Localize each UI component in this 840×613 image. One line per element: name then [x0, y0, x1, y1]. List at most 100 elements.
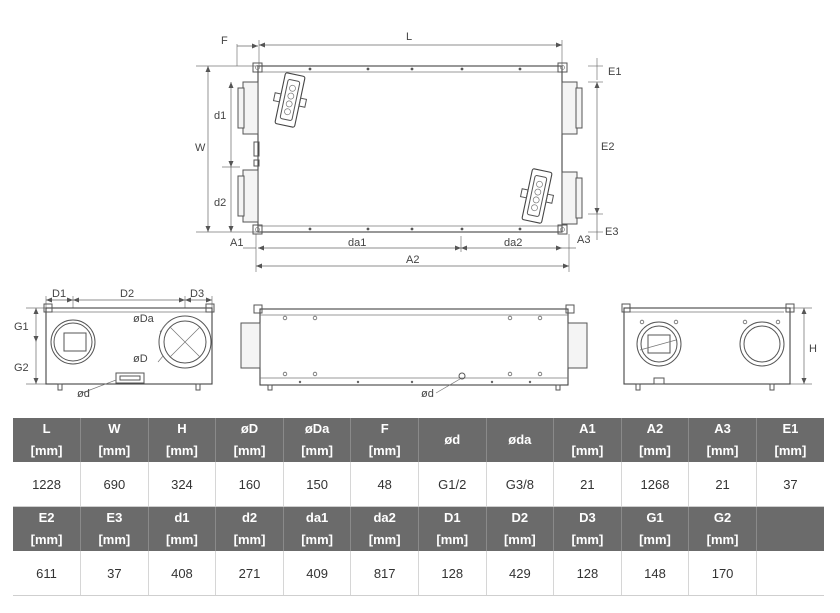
value-cell: 324: [148, 462, 217, 507]
value-cell: G1/2: [418, 462, 487, 507]
label-D3: D3: [190, 288, 204, 300]
header-name: L: [42, 421, 51, 436]
header-unit: [mm]: [436, 532, 469, 547]
value-cell: 48: [350, 462, 419, 507]
value-cell: 409: [283, 551, 352, 596]
port-right: [158, 315, 212, 369]
header-name: D1: [443, 510, 461, 525]
label-H: H: [809, 343, 817, 355]
header-unit: [mm]: [233, 443, 266, 458]
front-view-left: D1 D2 D3 G1 G2 øDa øD ød: [14, 288, 215, 400]
label-E2: E2: [601, 141, 614, 153]
header-cell: øD [mm]: [215, 418, 284, 462]
label-da2: da2: [504, 237, 522, 249]
header-unit: [mm]: [774, 443, 807, 458]
value-cell: 1228: [13, 462, 82, 507]
header-unit: [mm]: [301, 443, 333, 458]
spec-header-row-2: E2[mm]E3[mm]d1[mm]d2[mm]da1[mm]da2[mm]D1…: [13, 506, 824, 551]
value-cell: 21: [688, 462, 757, 507]
header-cell: øDa [mm]: [283, 418, 352, 462]
header-cell: D1 [mm]: [418, 506, 487, 551]
header-unit: [mm]: [503, 532, 536, 547]
header-name: d2: [241, 510, 258, 525]
unit-body-side: [259, 308, 569, 386]
label-A2: A2: [406, 254, 419, 266]
header-cell: H[mm]: [148, 418, 217, 462]
header-cell: G2 [mm]: [688, 506, 757, 551]
header-name: øDa: [304, 421, 330, 436]
value-cell: 128: [418, 551, 487, 596]
header-cell: E2 [mm]: [13, 506, 82, 551]
header-name: G2: [713, 510, 732, 525]
header-unit: [mm]: [571, 532, 604, 547]
header-unit: [mm]: [166, 532, 198, 547]
value-cell: 271: [215, 551, 284, 596]
header-cell: F [mm]: [350, 418, 419, 462]
port-back-left: [636, 321, 682, 367]
label-F: F: [221, 35, 228, 47]
value-cell: [756, 551, 824, 596]
duct-left-lower: [242, 169, 259, 223]
header-cell: D2[mm]: [486, 506, 555, 551]
value-cell: 429: [486, 551, 555, 596]
fan-module-right: [519, 168, 555, 224]
value-cell: 150: [283, 462, 352, 507]
label-D2: D2: [120, 288, 134, 300]
header-unit: [mm]: [233, 532, 266, 547]
header-cell: G1 [mm]: [621, 506, 690, 551]
value-cell: 148: [621, 551, 690, 596]
label-A1: A1: [230, 237, 243, 249]
label-E1: E1: [608, 66, 621, 78]
header-name: F: [380, 421, 389, 436]
header-name: A3: [714, 421, 731, 436]
header-name: øda: [508, 432, 532, 447]
header-unit: [mm]: [639, 532, 671, 547]
header-cell: øda: [486, 418, 555, 462]
duct-right-lower: [561, 171, 578, 225]
unit-body-back: [623, 307, 791, 385]
header-cell: A1[mm]: [553, 418, 622, 462]
value-cell: 21: [553, 462, 622, 507]
value-cell: 37: [80, 551, 149, 596]
header-name: E2: [38, 510, 55, 525]
label-od-middle: ød: [421, 388, 434, 400]
value-cell: 408: [148, 551, 217, 596]
header-cell: A3[mm]: [688, 418, 757, 462]
header-name: øD: [240, 421, 259, 436]
header-cell: da2 [mm]: [350, 506, 419, 551]
header-cell: D3 [mm]: [553, 506, 622, 551]
header-name: H: [177, 421, 187, 436]
label-d1: d1: [214, 110, 226, 122]
value-cell: 611: [13, 551, 82, 596]
header-unit: [mm]: [30, 532, 63, 547]
header-cell: L [mm]: [13, 418, 82, 462]
back-view-right: H: [621, 303, 817, 391]
header-name: D3: [579, 510, 596, 525]
header-cell: A2 [mm]: [621, 418, 690, 462]
header-cell: d1[mm]: [148, 506, 217, 551]
header-unit: [mm]: [368, 532, 401, 547]
header-name: da2: [373, 510, 396, 525]
value-cell: 817: [350, 551, 419, 596]
label-W: W: [195, 142, 206, 154]
header-cell: [756, 506, 824, 551]
header-name: G1: [646, 510, 664, 525]
label-E3: E3: [605, 226, 618, 238]
header-unit: [mm]: [98, 443, 131, 458]
header-unit: [mm]: [368, 443, 401, 458]
header-name: W: [108, 421, 121, 436]
header-cell: E1[mm]: [756, 418, 824, 462]
header-name: A2: [646, 421, 664, 436]
header-cell: d2 [mm]: [215, 506, 284, 551]
top-view: F L E1 E2 E3 d1 d2 W A1 da1 da2 A3 A2: [195, 31, 621, 272]
header-unit: [mm]: [30, 443, 63, 458]
header-unit: [mm]: [706, 532, 739, 547]
label-d2: d2: [214, 197, 226, 209]
fan-module-left: [272, 72, 308, 128]
header-unit: [mm]: [639, 443, 671, 458]
label-D1: D1: [52, 288, 66, 300]
